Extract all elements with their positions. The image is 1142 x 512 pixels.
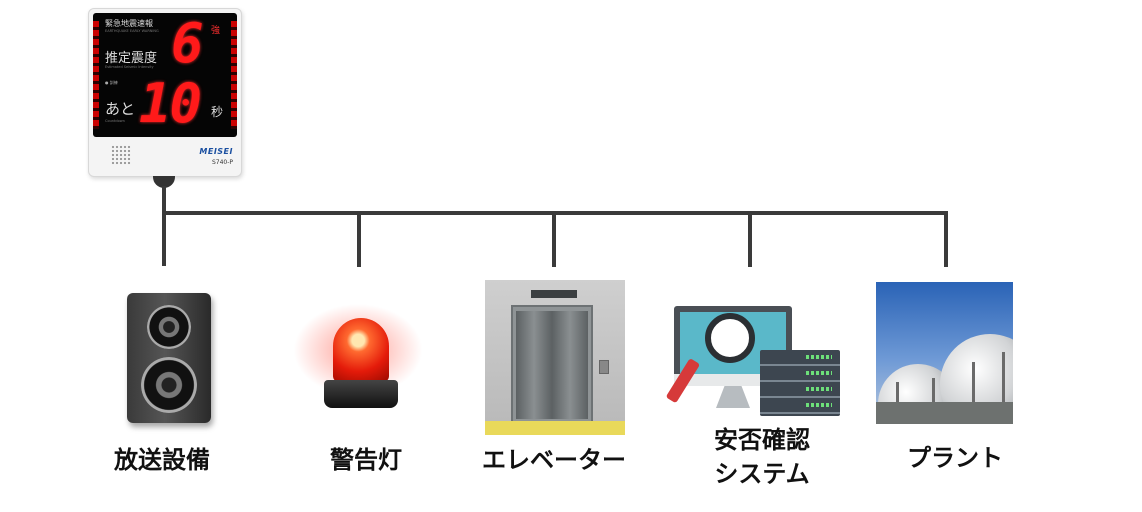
label-safety-system: 安否確認 システム <box>714 423 810 491</box>
plant-ground <box>876 402 1013 424</box>
magnifier-icon <box>705 313 755 363</box>
model-number: S740-P <box>211 159 233 166</box>
label-warning-light: 警告灯 <box>330 446 402 474</box>
device-display: 緊急地震速報 EARTHQUAKE EARLY WARNING 推定震度 Est… <box>93 13 237 137</box>
label-safety-line1: 安否確認 <box>714 426 810 454</box>
elevator-icon <box>485 280 625 435</box>
label-safety-line2: システム <box>714 460 810 488</box>
server-led <box>806 387 832 391</box>
intensity-label: 推定震度 <box>105 51 158 66</box>
elevator-call-button <box>599 360 609 374</box>
countdown-sub: Countdown <box>105 119 125 123</box>
wire-trunk <box>162 186 166 266</box>
plant-photo <box>876 282 1013 424</box>
elevator-frame <box>511 305 593 423</box>
cable-connector <box>153 176 175 188</box>
intensity-suffix: 強 <box>211 26 221 36</box>
speaker-icon <box>127 293 211 423</box>
server-led <box>806 355 832 359</box>
tank-support <box>932 378 935 424</box>
wire-drop-4 <box>748 211 752 267</box>
server-led <box>806 371 832 375</box>
countdown-value: 10 <box>139 72 202 135</box>
tank-support <box>1002 352 1005 424</box>
countdown-label: あと <box>105 100 136 118</box>
led-strip-right <box>231 21 237 129</box>
wire-drop-5 <box>944 211 948 267</box>
wire-drop-3 <box>552 211 556 267</box>
server-led <box>806 403 832 407</box>
led-strip-left <box>93 21 99 129</box>
label-plant: プラント <box>907 444 1003 472</box>
wire-drop-2 <box>357 211 361 267</box>
countdown-unit: 秒 <box>211 105 224 119</box>
warning-light-icon <box>333 318 389 382</box>
indicator-label: ● 訓練 <box>105 80 118 85</box>
intensity-sub: Estimated Seismic Intensity <box>105 65 154 69</box>
elevator-indicator <box>531 290 577 298</box>
warning-light-base <box>324 380 398 408</box>
elevator-door-left <box>516 311 552 419</box>
elevator-door-right <box>552 311 588 419</box>
monitor-stand <box>716 386 750 408</box>
tweeter <box>147 305 191 349</box>
device-title: 緊急地震速報 <box>105 19 153 28</box>
woofer <box>141 357 197 413</box>
intensity-value: 6 <box>171 13 204 75</box>
speaker-grille <box>111 145 131 165</box>
tank-support <box>972 362 975 424</box>
earthquake-alarm-device: 緊急地震速報 EARTHQUAKE EARLY WARNING 推定震度 Est… <box>88 8 242 177</box>
label-broadcast: 放送設備 <box>114 446 210 474</box>
label-elevator: エレベーター <box>482 446 626 474</box>
device-title-sub: EARTHQUAKE EARLY WARNING <box>105 29 159 33</box>
brand-logo: MEISEI <box>199 147 233 156</box>
elevator-floor <box>485 421 625 435</box>
server-rack-icon <box>760 350 840 416</box>
